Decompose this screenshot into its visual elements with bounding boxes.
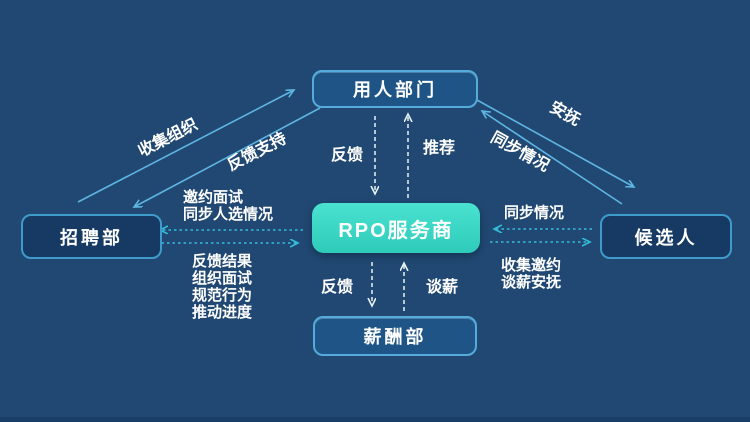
edge-label-collect-invite-block: 收集邀约 谈薪安抚 <box>501 257 561 291</box>
edge-label-organize-interview: 组织面试 <box>192 270 253 287</box>
edge-label-feedback-top: 反馈 <box>330 147 364 164</box>
edge-label-invite-interview: 邀约面试 <box>183 189 244 206</box>
node-compensation-department: 薪酬部 <box>313 316 477 356</box>
edge-label-push-progress: 推动进度 <box>192 304 253 321</box>
edge-label-sync-status-mid: 同步情况 <box>503 204 565 222</box>
node-hiring-department: 用人部门 <box>312 70 478 108</box>
node-recruitment-department: 招聘部 <box>21 214 162 259</box>
edge-label-sync-candidate-status: 同步人选情况 <box>183 206 274 223</box>
node-candidate: 候选人 <box>600 214 732 259</box>
edge-label-recommend: 推荐 <box>422 140 456 157</box>
arrow-recruit-to-hiring <box>77 90 294 203</box>
edge-label-invite-interview-block: 邀约面试 同步人选情况 <box>183 189 273 223</box>
edge-label-salary-talk: 谈薪 <box>425 279 459 296</box>
arrow-candidate-to-hiring <box>482 111 623 205</box>
arrow-hiring-to-recruit <box>134 107 321 207</box>
edge-label-salary-soothe: 谈薪安抚 <box>500 274 562 291</box>
arrow-hiring-to-candidate <box>476 99 634 187</box>
edge-label-feedback-results: 反馈结果 <box>192 253 253 270</box>
edge-label-collect-invite: 收集邀约 <box>500 257 562 274</box>
node-rpo-provider: RPO服务商 <box>312 203 480 253</box>
edge-label-feedback-bottom: 反馈 <box>320 279 354 296</box>
bottom-edge-strip <box>0 417 750 422</box>
edge-label-standardize-behavior: 规范行为 <box>192 287 253 304</box>
edge-label-feedback-results-block: 反馈结果 组织面试 规范行为 推动进度 <box>192 253 252 321</box>
